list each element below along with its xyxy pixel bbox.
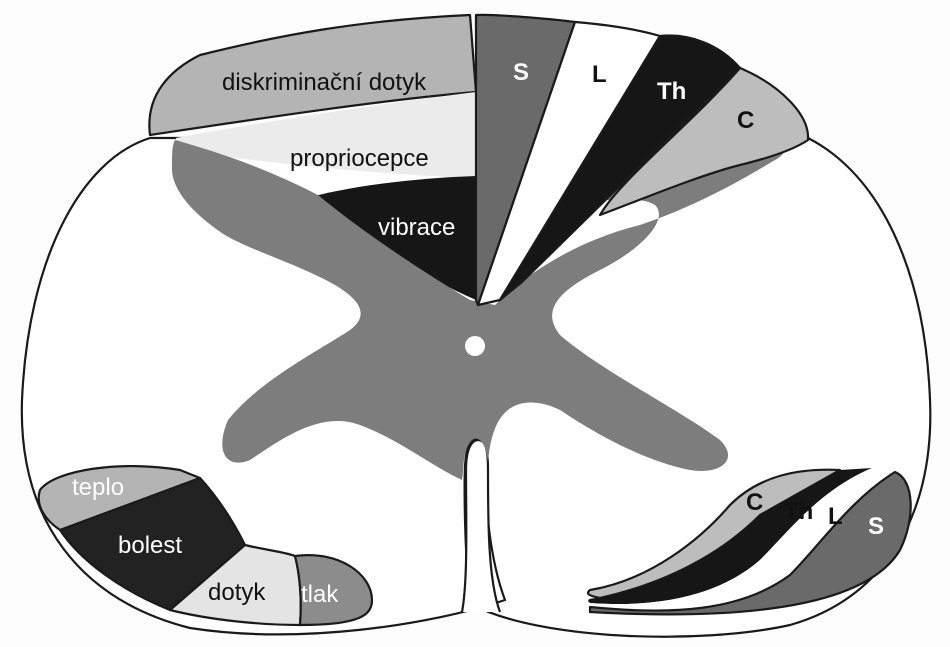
lateral-tract-cervical: [586, 468, 842, 600]
tract-pressure: [293, 554, 374, 627]
label-vibration: vibrace: [378, 214, 455, 241]
label-lateral-cervical: C: [746, 489, 763, 516]
label-discriminative-touch: diskriminační dotyk: [222, 69, 427, 96]
lateral-tract-lumbar: [590, 468, 895, 611]
label-pain: bolest: [118, 532, 182, 559]
dorsal-column-proprioception: [176, 92, 476, 178]
central-canal: [465, 336, 485, 356]
ventral-fissure: [460, 438, 502, 613]
lateral-tract-thoracic: [588, 468, 872, 605]
label-lateral-thoracic: Th: [784, 498, 813, 525]
label-somatotopy-cervical: C: [737, 107, 754, 134]
label-somatotopy-sacral: S: [513, 59, 529, 86]
label-pressure: tlak: [301, 581, 339, 608]
somatotopy-thoracic: [498, 34, 742, 302]
dorsal-column-vibration: [300, 176, 476, 300]
dorsal-column-discriminative-touch: [148, 13, 478, 137]
label-somatotopy-lumbar: L: [592, 61, 607, 88]
gray-matter: [171, 137, 786, 480]
label-proprioception: propriocepce: [290, 145, 429, 172]
label-lateral-sacral: S: [868, 513, 884, 540]
label-touch: dotyk: [208, 579, 266, 606]
label-lateral-lumbar: L: [828, 503, 843, 530]
tract-temperature: [37, 465, 202, 532]
somatotopy-cervical: [598, 66, 810, 217]
label-somatotopy-thoracic: Th: [657, 78, 686, 105]
label-temperature: teplo: [72, 474, 124, 501]
lateral-tract-sacral: [588, 470, 912, 616]
